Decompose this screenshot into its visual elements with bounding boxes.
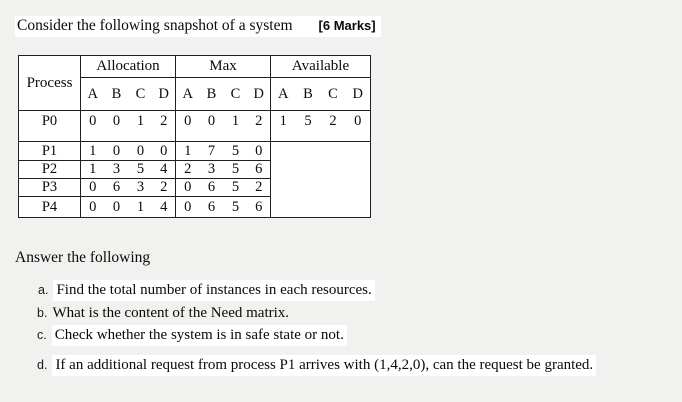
- alloc-cell: 4: [152, 160, 176, 179]
- avail-cell: 0: [345, 110, 371, 142]
- process-cell: P3: [18, 178, 81, 197]
- max-cell: 2: [247, 178, 271, 197]
- question-text: Check whether the system is in safe stat…: [51, 325, 347, 346]
- max-cell: 3: [199, 160, 224, 179]
- alloc-cell: 0: [80, 178, 105, 197]
- available-section-header: Available: [270, 55, 371, 78]
- alloc-cell: 4: [160, 198, 168, 215]
- resource-letter: B: [199, 77, 224, 111]
- process-column-header: Process: [18, 55, 81, 111]
- resource-letter: B: [104, 77, 129, 111]
- alloc-cell: 3: [104, 160, 129, 179]
- process-cell: P1: [18, 141, 81, 161]
- question-text: If an additional request from process P1…: [52, 355, 597, 376]
- max-cell: 2: [247, 110, 271, 142]
- answer-section-heading: Answer the following: [15, 249, 151, 266]
- alloc-cell: 0: [80, 110, 105, 142]
- avail-cell: 1: [270, 110, 296, 142]
- max-cell: 0: [175, 178, 200, 197]
- resource-letter: A: [270, 77, 296, 111]
- max-cell: 6: [255, 198, 263, 215]
- alloc-cell: 1: [80, 160, 105, 179]
- max-cell: 1: [175, 141, 200, 161]
- table-header-row-sections: Process Allocation Max Available: [18, 55, 371, 111]
- alloc-cell: 2: [152, 178, 176, 197]
- question-text: Find the total number of instances in ea…: [53, 280, 375, 301]
- process-cell: P4: [41, 198, 58, 215]
- max-section-header: Max: [175, 55, 271, 78]
- resource-letter: D: [247, 77, 271, 111]
- alloc-cell: 1: [136, 198, 145, 215]
- avail-cell: 5: [295, 110, 321, 142]
- table-row-p3: P3 0 6 3 2 0 6 5 2: [18, 178, 371, 197]
- resource-letter: A: [175, 77, 200, 111]
- question-item-c: c. Check whether the system is in safe st…: [37, 325, 347, 346]
- question-item-d: d. If an additional request from process …: [37, 355, 597, 376]
- resource-letter: B: [295, 77, 321, 111]
- question-marker: b.: [37, 306, 48, 320]
- max-cell: 6: [199, 178, 224, 197]
- alloc-cell: 1: [80, 141, 105, 161]
- available-empty-cell: [270, 141, 371, 218]
- question-marker: d.: [37, 358, 48, 372]
- max-cell: 5: [223, 178, 248, 197]
- question-text: What is the content of the Need matrix.: [52, 305, 290, 321]
- max-cell: 5: [223, 160, 248, 179]
- max-cell: 5: [231, 198, 240, 215]
- table-row-p1: P1 1 0 0 0 1 7 5 0: [18, 141, 371, 218]
- process-cell: P2: [18, 160, 81, 179]
- question-item-a: a. Find the total number of instances in …: [38, 280, 375, 301]
- alloc-cell: 0: [112, 198, 121, 215]
- table-header-row-letters: A B C D A B C D A B C D: [19, 77, 371, 111]
- table-row-p2: P2 1 3 5 4 2 3 5 6: [18, 160, 371, 179]
- max-cell: 6: [207, 198, 216, 215]
- alloc-cell: 5: [128, 160, 153, 179]
- alloc-cell: 0: [128, 141, 153, 161]
- max-cell: 5: [223, 141, 248, 161]
- resource-letter: C: [320, 77, 346, 111]
- system-snapshot-table: Process Allocation Max Available A B C D…: [18, 55, 372, 218]
- question-marker: a.: [38, 283, 49, 297]
- resource-letter: D: [345, 77, 371, 111]
- allocation-section-header: Allocation: [79, 55, 176, 78]
- avail-cell: 2: [320, 110, 346, 142]
- question-marker: c.: [37, 328, 47, 342]
- max-cell: 0: [175, 196, 200, 218]
- resource-letter: D: [152, 77, 176, 111]
- question-item-b: b. What is the content of the Need matrix…: [37, 304, 289, 322]
- max-cell: 7: [199, 141, 224, 161]
- alloc-cell: 6: [104, 178, 129, 197]
- resource-letter: C: [223, 77, 248, 111]
- question-title: Consider the following snapshot of a sys…: [17, 17, 293, 34]
- alloc-cell: 0: [80, 196, 105, 218]
- table-row-p0: P0 0 0 1 2 0 0 1 2 1 5 2 0: [18, 110, 371, 142]
- alloc-cell: 3: [128, 178, 153, 197]
- table-row-p4: P4 0 0 1 4 0 6 5 6: [19, 196, 371, 218]
- alloc-cell: 0: [152, 141, 176, 161]
- alloc-cell: 0: [104, 110, 129, 142]
- max-cell: 1: [223, 110, 248, 142]
- resource-letter: C: [128, 77, 153, 111]
- max-cell: 0: [175, 110, 200, 142]
- question-title-line: Consider the following snapshot of a sys…: [15, 16, 381, 37]
- max-cell: 6: [247, 160, 271, 179]
- max-cell: 2: [175, 160, 200, 179]
- alloc-cell: 2: [152, 110, 176, 142]
- process-cell: P0: [18, 110, 81, 142]
- marks-badge: [6 Marks]: [318, 18, 376, 33]
- resource-letter: A: [80, 77, 105, 111]
- alloc-cell: 1: [128, 110, 153, 142]
- max-cell: 0: [247, 141, 271, 161]
- max-cell: 0: [199, 110, 224, 142]
- alloc-cell: 0: [104, 141, 129, 161]
